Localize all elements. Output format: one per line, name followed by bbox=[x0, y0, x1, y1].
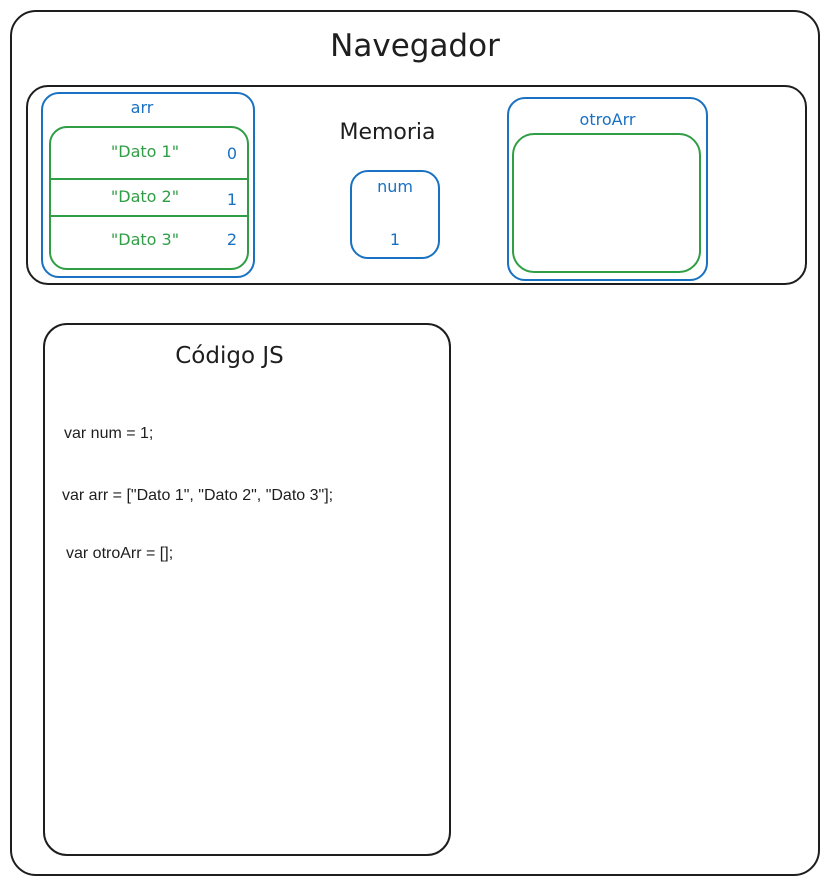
num-variable-box bbox=[350, 170, 440, 259]
memory-frame bbox=[26, 85, 807, 285]
otroArr-empty-array bbox=[512, 133, 701, 273]
arr-item-value: "Dato 1" bbox=[110, 142, 180, 161]
arr-cell-divider bbox=[49, 215, 249, 217]
arr-cell-divider bbox=[49, 178, 249, 180]
code-frame bbox=[43, 323, 451, 856]
num-value: 1 bbox=[389, 230, 401, 249]
arr-item-index: 1 bbox=[226, 190, 238, 209]
browser-frame bbox=[10, 10, 820, 876]
arr-cells-box bbox=[49, 126, 249, 270]
otroArr-label: otroArr bbox=[579, 110, 636, 129]
otroArr-variable-box bbox=[507, 97, 708, 281]
arr-variable-box bbox=[41, 92, 255, 278]
code-line: var otroArr = []; bbox=[66, 545, 174, 562]
memory-title: Memoria bbox=[339, 120, 436, 145]
code-line: var num = 1; bbox=[64, 425, 154, 442]
browser-title: Navegador bbox=[330, 28, 500, 64]
arr-item-index: 0 bbox=[226, 144, 238, 163]
num-label: num bbox=[377, 177, 413, 196]
arr-item-index: 2 bbox=[226, 230, 238, 249]
arr-label: arr bbox=[130, 98, 154, 117]
code-line: var arr = ["Dato 1", "Dato 2", "Dato 3"]… bbox=[62, 487, 334, 504]
arr-item-value: "Dato 2" bbox=[110, 187, 180, 206]
arr-item-value: "Dato 3" bbox=[110, 230, 180, 249]
code-title: Código JS bbox=[175, 343, 284, 369]
